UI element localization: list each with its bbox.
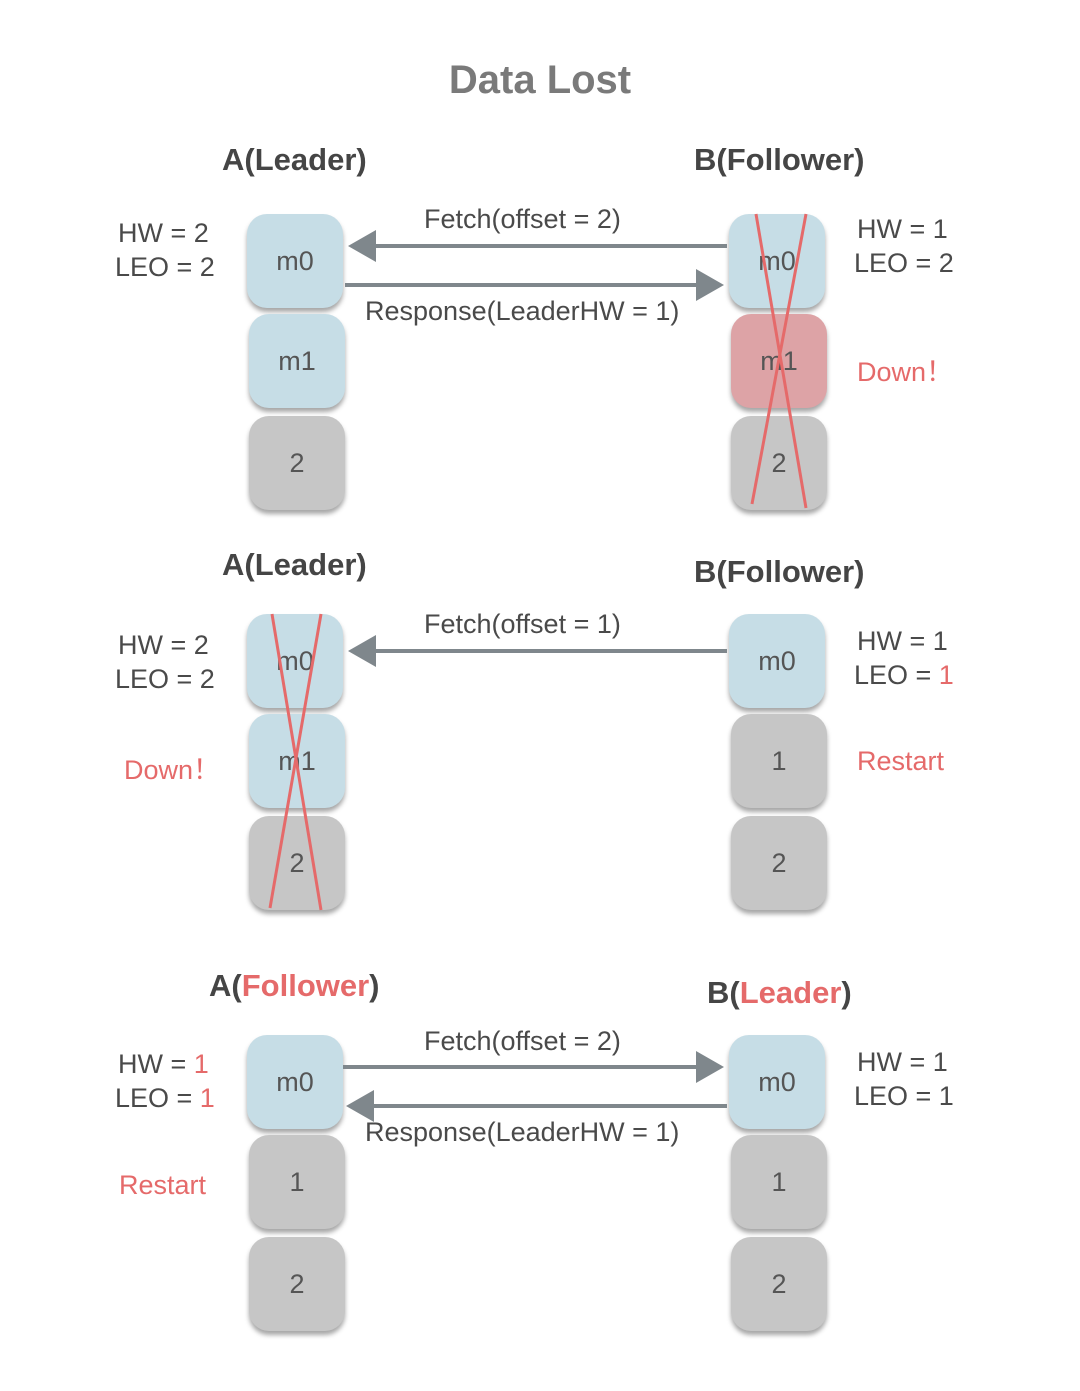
hw-value: 1 bbox=[932, 214, 948, 244]
panel1-a-cell-2: 2 bbox=[249, 416, 345, 510]
panel3-b-stats: HW = 1 LEO = 1 bbox=[854, 1047, 954, 1111]
leo-value: 2 bbox=[199, 664, 215, 694]
panel2-a-cell-1: m1 bbox=[249, 714, 345, 808]
page-title: Data Lost bbox=[448, 58, 632, 102]
panel1-b-cell-0: m0 bbox=[729, 214, 825, 308]
panel1-b-down-note: Down！ bbox=[857, 357, 954, 387]
panel2-b-cell-0: m0 bbox=[729, 614, 825, 708]
role-label: Follower bbox=[726, 142, 855, 177]
leo-value: 2 bbox=[938, 248, 954, 278]
panel1-a-cell-0: m0 bbox=[247, 214, 343, 308]
panel1-b-cell-2: 2 bbox=[731, 416, 827, 510]
panel2-a-cross-line-2 bbox=[268, 613, 323, 909]
panel2-a-title: A(Leader) bbox=[222, 547, 367, 582]
panel1-response-label: Response(LeaderHW = 1) bbox=[365, 296, 680, 326]
hw-value: 2 bbox=[193, 218, 209, 248]
leo-value: 1 bbox=[938, 660, 954, 690]
panel1-a-stats: HW = 2 LEO = 2 bbox=[115, 218, 215, 282]
panel2-b-stats: HW = 1 LEO = 1 bbox=[854, 626, 954, 690]
leo-value: 2 bbox=[199, 252, 215, 282]
leo-value: 1 bbox=[199, 1083, 215, 1113]
role-label: Follower bbox=[241, 968, 370, 1003]
panel3-b-title: B(Leader) bbox=[707, 975, 852, 1010]
panel2-b-title: B(Follower) bbox=[694, 554, 865, 589]
role-label: Leader bbox=[254, 547, 357, 582]
hw-value: 1 bbox=[932, 1047, 948, 1077]
panel2-a-down-note: Down！ bbox=[124, 755, 221, 785]
panel1-fetch-label: Fetch(offset = 2) bbox=[424, 204, 621, 234]
panel1-b-cross-line-2 bbox=[750, 213, 808, 505]
panel3-a-cell-0: m0 bbox=[247, 1035, 343, 1129]
hw-value: 2 bbox=[193, 630, 209, 660]
panel3-a-cell-2: 2 bbox=[249, 1237, 345, 1331]
panel2-a-stats: HW = 2 LEO = 2 bbox=[115, 630, 215, 694]
panel3-a-cell-1: 1 bbox=[249, 1135, 345, 1229]
panel2-b-cell-2: 2 bbox=[731, 816, 827, 910]
panel2-fetch-label: Fetch(offset = 1) bbox=[424, 609, 621, 639]
role-label: Follower bbox=[726, 554, 855, 589]
panel3-b-cell-1: 1 bbox=[731, 1135, 827, 1229]
panel1-b-stats: HW = 1 LEO = 2 bbox=[854, 214, 954, 278]
panel3-a-title: A(Follower) bbox=[209, 968, 380, 1003]
hw-value: 1 bbox=[193, 1049, 209, 1079]
panel3-b-cell-2: 2 bbox=[731, 1237, 827, 1331]
panel3-fetch-label: Fetch(offset = 2) bbox=[424, 1026, 621, 1056]
panel1-a-cell-1: m1 bbox=[249, 314, 345, 408]
panel1-a-title: A(Leader) bbox=[222, 142, 367, 177]
panel2-b-cell-1: 1 bbox=[731, 714, 827, 808]
leo-value: 1 bbox=[938, 1081, 954, 1111]
role-label: Leader bbox=[254, 142, 357, 177]
panel2-a-cell-2: 2 bbox=[249, 816, 345, 910]
role-label: Leader bbox=[739, 975, 842, 1010]
panel1-b-cross-line-1 bbox=[754, 213, 808, 509]
panel3-b-cell-0: m0 bbox=[729, 1035, 825, 1129]
panel2-b-restart-note: Restart bbox=[857, 746, 945, 776]
panel3-a-stats: HW = 1 LEO = 1 bbox=[115, 1049, 215, 1113]
panel1-b-title: B(Follower) bbox=[694, 142, 865, 177]
panel3-response-label: Response(LeaderHW = 1) bbox=[365, 1117, 680, 1147]
panel3-a-restart-note: Restart bbox=[119, 1170, 207, 1200]
hw-value: 1 bbox=[932, 626, 948, 656]
